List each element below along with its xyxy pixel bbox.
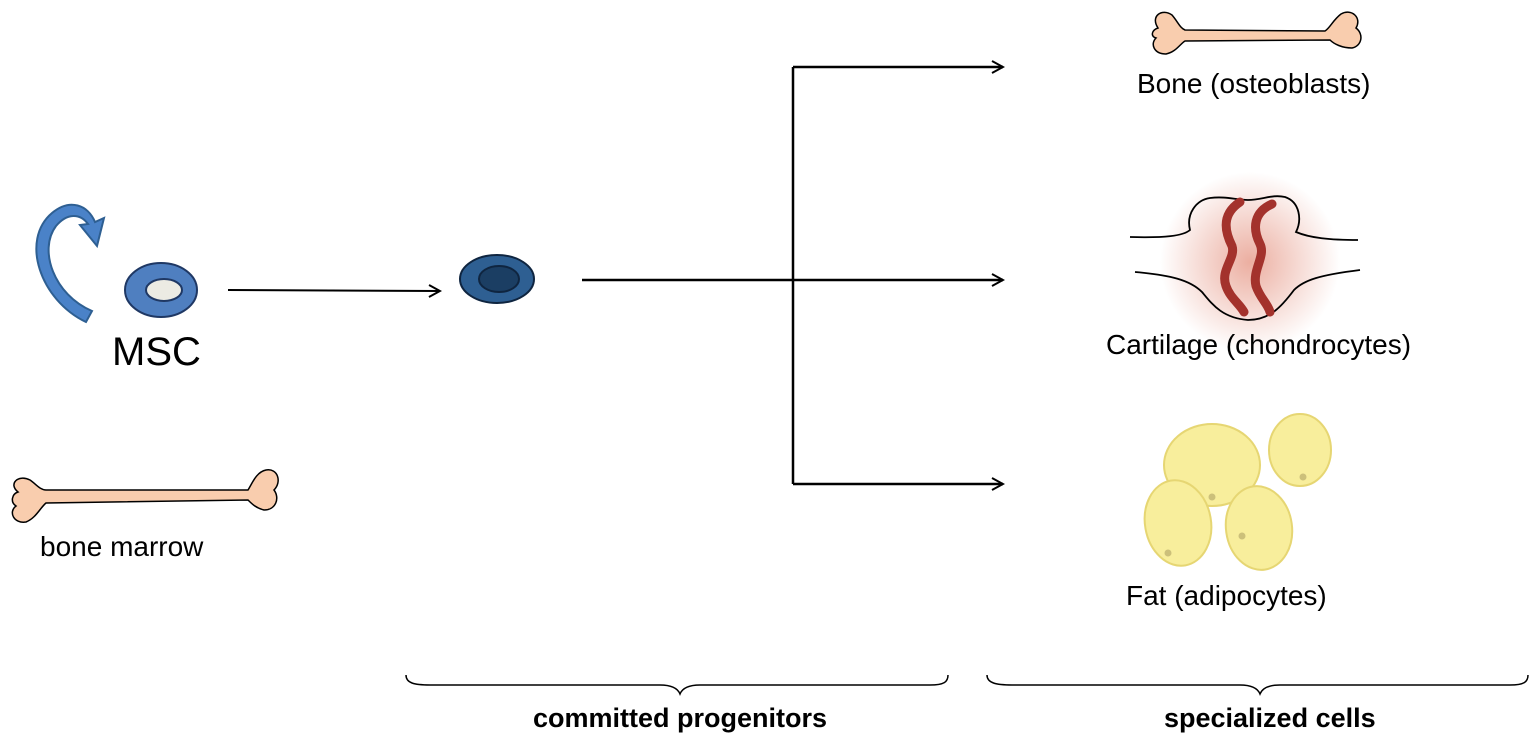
bone-icon: [1151, 11, 1362, 55]
bone-label: Bone (osteoblasts): [1137, 68, 1371, 99]
braces: [405, 674, 1529, 697]
cartilage-label: Cartilage (chondrocytes): [1106, 329, 1412, 360]
bone-marrow-bone-icon: [11, 469, 279, 523]
branch-arrows: [582, 67, 1003, 484]
fat-label: Fat (adipocytes): [1126, 580, 1327, 611]
circular-arrow-icon: [35, 203, 106, 324]
adipocyte-cluster-icon: [1143, 413, 1332, 571]
committed-progenitors-label: committed progenitors: [533, 703, 828, 733]
brace-specialized-cells: [986, 674, 1529, 697]
fat-cell: [1143, 479, 1213, 567]
arrow-msc-to-progenitor: [227, 290, 440, 291]
msc-label: MSC: [112, 330, 201, 374]
stem-cell-icon: [124, 262, 198, 318]
fat-cell: [1224, 485, 1294, 571]
joint-cartilage-icon: [1129, 172, 1361, 352]
fat-cell: [1268, 413, 1332, 487]
bone-marrow-label: bone marrow: [40, 531, 204, 562]
specialized-cells-label: specialized cells: [1164, 703, 1376, 733]
brace-committed-progenitors: [405, 674, 949, 697]
progenitor-cell-icon: [459, 254, 535, 304]
